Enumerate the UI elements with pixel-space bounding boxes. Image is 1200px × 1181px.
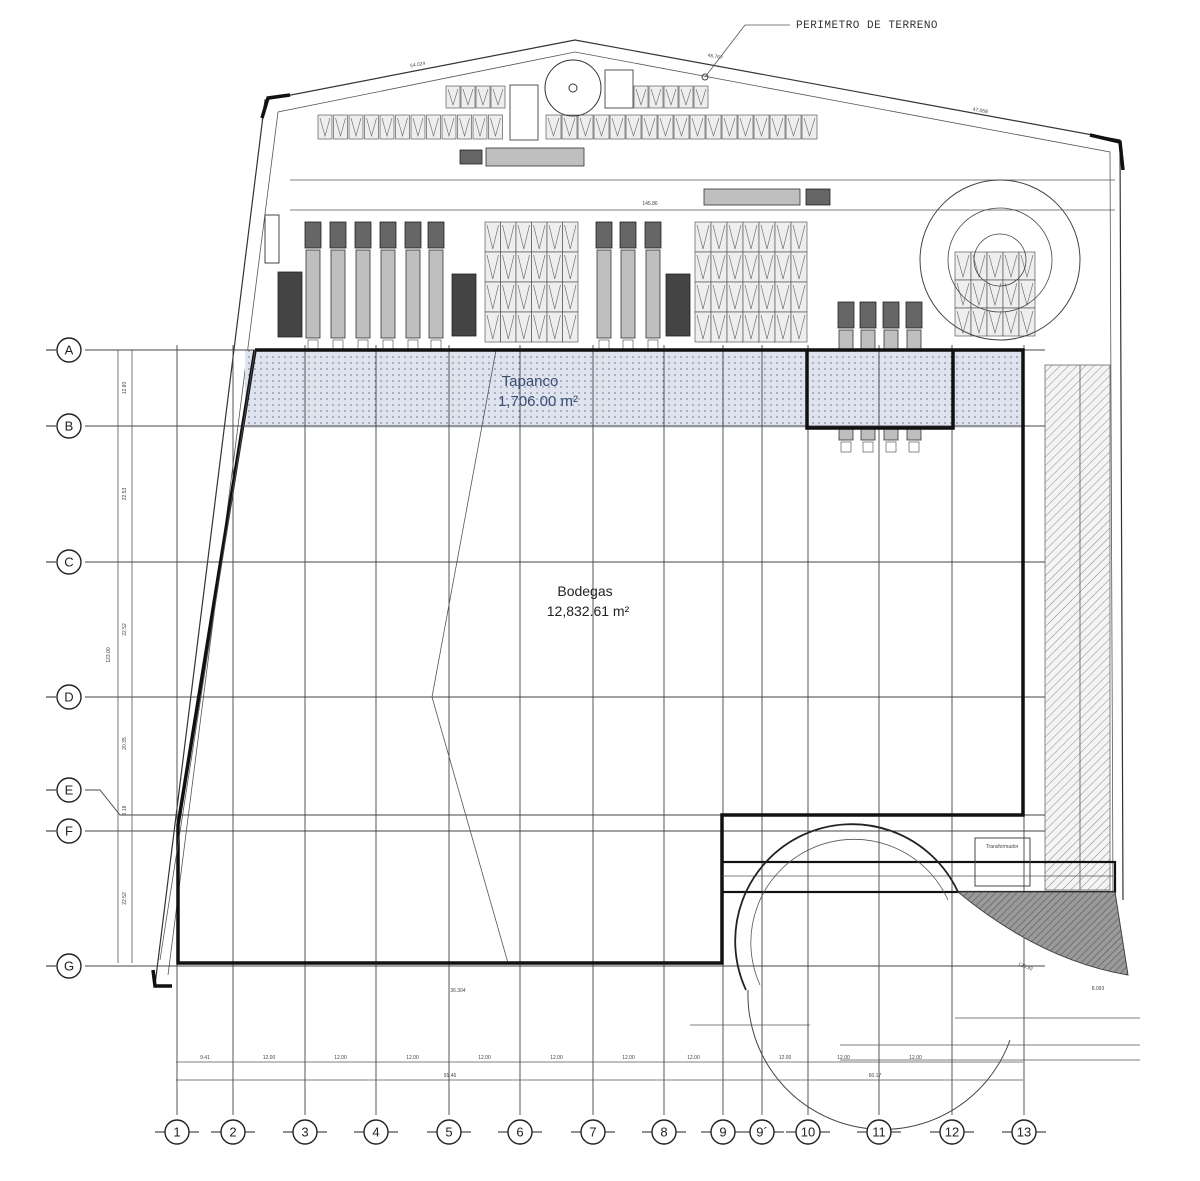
site-perimeter <box>151 39 1125 988</box>
svg-text:12: 12 <box>945 1125 959 1140</box>
bottom-bay-dim: 12.00 <box>550 1055 563 1061</box>
row-bubble-d: D <box>46 684 82 710</box>
svg-text:E: E <box>65 783 74 798</box>
svg-text:6: 6 <box>516 1125 523 1140</box>
bottom-bay-dim: 12.00 <box>622 1055 635 1061</box>
column-bubble-12: 12 <box>930 1119 974 1145</box>
svg-text:D: D <box>64 690 73 705</box>
left-bay-dim: 22.52 <box>122 892 128 905</box>
svg-text:47.058: 47.058 <box>972 107 988 116</box>
site-dimension-labels: 54.024 46.767 47.058 145.86 36.304 8.093… <box>410 53 1105 994</box>
svg-text:3: 3 <box>301 1125 308 1140</box>
tank-row <box>317 85 818 140</box>
left-bay-dim: 12.80 <box>122 382 128 395</box>
column-bubble-1: 2 <box>211 1119 255 1145</box>
perimeter-callout: PERIMETRO DE TERRENO <box>701 20 938 81</box>
dock-notch <box>805 350 955 430</box>
svg-text:B: B <box>65 419 74 434</box>
tank-grids <box>484 221 1036 343</box>
column-bubble-13: 13 <box>1002 1119 1046 1145</box>
column-bubble-6: 7 <box>571 1119 615 1145</box>
svg-text:5: 5 <box>445 1125 452 1140</box>
svg-text:A: A <box>65 343 74 358</box>
svg-text:4: 4 <box>372 1125 379 1140</box>
svg-text:10: 10 <box>801 1125 815 1140</box>
bottom-total-dim: 91.46 <box>444 1073 457 1079</box>
tapanco-name: Tapanco <box>502 373 559 390</box>
column-bubble-0: 1 <box>155 1119 199 1145</box>
bottom-total-dim: 60.17 <box>869 1073 882 1079</box>
access-road <box>690 1017 1140 1061</box>
bottom-bay-dim: 12.00 <box>263 1055 276 1061</box>
row-bubble-b: B <box>46 413 82 439</box>
row-bubble-g: G <box>46 953 82 979</box>
left-bay-dim: 22.53 <box>122 488 128 501</box>
turning-circle-ne <box>919 179 1081 341</box>
row-bubble-f: F <box>46 818 82 844</box>
bottom-bay-dim: 12.00 <box>837 1055 850 1061</box>
svg-text:54.024: 54.024 <box>410 61 426 70</box>
svg-text:46.767: 46.767 <box>707 53 723 62</box>
svg-text:9: 9 <box>719 1125 726 1140</box>
svg-text:13: 13 <box>1017 1125 1031 1140</box>
yard-trucks <box>459 147 831 206</box>
dimension-chains <box>117 350 1023 1081</box>
column-bubble-2: 3 <box>283 1119 327 1145</box>
bottom-bay-dim: 12.00 <box>334 1055 347 1061</box>
turning-arc <box>734 823 1011 1130</box>
column-bubble-11: 11 <box>857 1119 901 1145</box>
column-bubble-8: 9 <box>701 1119 745 1145</box>
svg-text:G: G <box>64 959 74 974</box>
svg-text:9´: 9´ <box>756 1125 768 1140</box>
bottom-bay-dim: 12.00 <box>687 1055 700 1061</box>
tapanco-zone-east <box>808 350 1023 428</box>
row-bubble-e: E <box>46 777 82 803</box>
row-bubble-c: C <box>46 549 82 575</box>
svg-text:36.304: 36.304 <box>450 988 466 994</box>
svg-text:7: 7 <box>589 1125 596 1140</box>
row-bubble-a: A <box>46 337 82 363</box>
svg-text:11: 11 <box>872 1125 886 1140</box>
column-bubble-9: 9´ <box>740 1119 784 1145</box>
svg-text:2: 2 <box>229 1125 236 1140</box>
left-bay-dim: 20.35 <box>122 737 128 750</box>
bottom-bay-dim: 12.00 <box>779 1055 792 1061</box>
svg-text:8: 8 <box>660 1125 667 1140</box>
svg-text:123.92: 123.92 <box>1017 962 1034 973</box>
svg-text:F: F <box>65 824 73 839</box>
left-bay-dim: 22.52 <box>122 623 128 636</box>
tapanco-zone <box>245 350 807 428</box>
svg-text:8.093: 8.093 <box>1092 986 1105 992</box>
bottom-total-labels: 91.46 60.17 <box>444 1073 882 1079</box>
bodegas-name: Bodegas <box>557 583 612 599</box>
bottom-bay-dim: 12.00 <box>478 1055 491 1061</box>
bottom-bay-dim: 9.41 <box>200 1055 210 1061</box>
tapanco-area: 1,706.00 m² <box>498 393 578 410</box>
svg-text:C: C <box>64 555 73 570</box>
column-bubble-4: 5 <box>427 1119 471 1145</box>
column-bubble-7: 8 <box>642 1119 686 1145</box>
column-bubble-3: 4 <box>354 1119 398 1145</box>
transformer-label: Transformador <box>986 844 1019 850</box>
structural-grid <box>85 345 1045 1115</box>
bottom-dimension-labels: 9.41 12.00 12.00 12.00 12.00 12.00 12.00 12.00 1… <box>200 1055 922 1061</box>
left-total-label: 123.00 <box>106 647 112 663</box>
column-bubble-5: 6 <box>498 1119 542 1145</box>
left-bay-dim: 2.18 <box>122 805 128 815</box>
column-bubble-10: 10 <box>786 1119 830 1145</box>
svg-text:145.86: 145.86 <box>642 201 658 207</box>
svg-text:1: 1 <box>173 1125 180 1140</box>
east-hatched-strip <box>1044 364 1111 891</box>
bottom-bay-dim: 12.00 <box>909 1055 922 1061</box>
bottom-bay-dim: 12.00 <box>406 1055 419 1061</box>
row-axis-bubbles: A B C D E F G <box>46 337 82 979</box>
water-tank <box>509 59 634 141</box>
perimeter-label: PERIMETRO DE TERRENO <box>796 20 938 32</box>
left-dimension-labels: 12.80 22.53 22.52 20.35 2.18 22.52 <box>122 382 128 905</box>
bodegas-area: 12,832.61 m² <box>547 603 630 619</box>
